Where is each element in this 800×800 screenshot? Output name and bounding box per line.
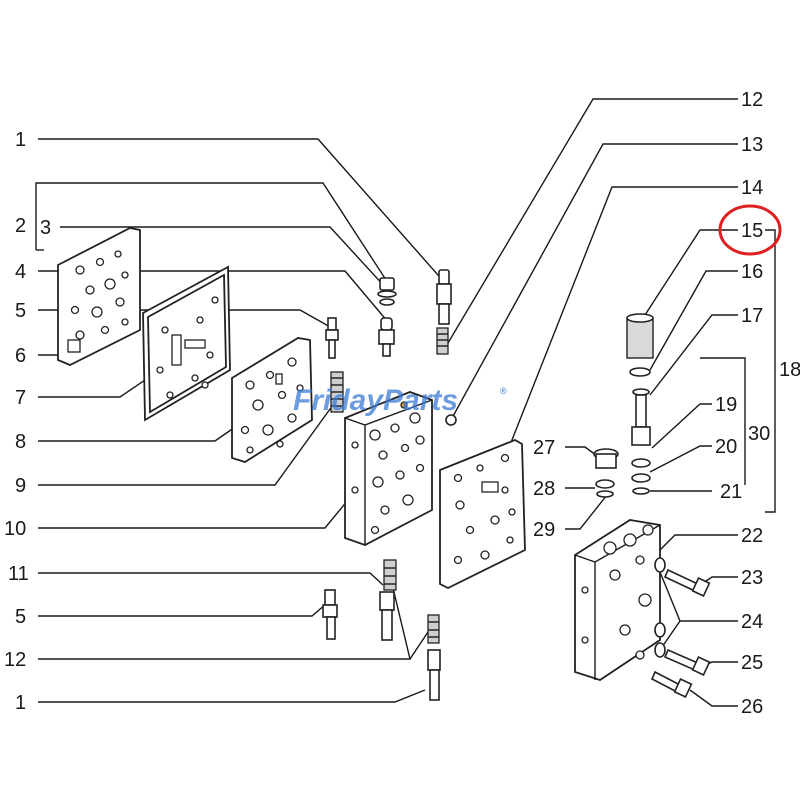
label-22: 22	[741, 525, 763, 547]
spool-1-upper	[436, 269, 452, 325]
label-1-lower: 1	[15, 692, 26, 714]
spring-12-lower-b	[427, 614, 440, 644]
label-13: 13	[741, 134, 763, 156]
plate-14	[439, 439, 526, 590]
label-1: 1	[15, 129, 26, 151]
label-19: 19	[715, 394, 737, 416]
label-5: 5	[15, 300, 26, 322]
o-ring-21	[632, 487, 650, 495]
valve-5-lower	[322, 589, 338, 640]
spool-1-lower	[427, 649, 441, 701]
spring-12-upper	[436, 327, 449, 355]
label-10: 10	[4, 518, 26, 540]
valve-5-upper	[325, 317, 339, 359]
label-30: 30	[748, 423, 770, 445]
label-17: 17	[741, 305, 763, 327]
label-23: 23	[741, 567, 763, 589]
bolt-25	[663, 648, 711, 676]
label-6: 6	[15, 345, 26, 367]
label-20: 20	[715, 436, 737, 458]
label-18: 18	[779, 359, 800, 381]
label-29: 29	[533, 519, 555, 541]
label-11: 11	[8, 563, 29, 585]
label-2: 2	[15, 215, 26, 237]
o-ring-29	[596, 490, 614, 498]
plug-3	[377, 277, 397, 306]
label-12: 12	[741, 89, 763, 111]
watermark-text: FridayParts	[293, 384, 458, 417]
valve-body-10	[344, 391, 433, 546]
registered-mark: ®	[500, 386, 507, 396]
gasket-7	[142, 265, 231, 422]
bolt-23	[663, 568, 711, 597]
label-3: 3	[40, 217, 51, 239]
ball-13	[445, 414, 457, 426]
valve-4	[378, 317, 395, 357]
callout-labels: 1 2 3 4 5 6 7 8 9 10 11 5 12 1 12 13 14 …	[4, 89, 800, 718]
valve-17	[631, 388, 651, 446]
washers-24	[654, 557, 666, 658]
plate-8	[231, 337, 313, 463]
label-21: 21	[720, 481, 742, 503]
plate-6	[57, 227, 141, 366]
label-5-lower: 5	[15, 606, 26, 628]
spring-12-lower-a	[383, 559, 397, 591]
housing-22	[574, 519, 661, 681]
label-8: 8	[15, 431, 26, 453]
label-25: 25	[741, 652, 763, 674]
bolt-26	[650, 670, 693, 698]
spring-9	[330, 371, 344, 413]
label-9: 9	[15, 475, 26, 497]
label-14: 14	[741, 177, 763, 199]
o-ring-20	[631, 458, 651, 483]
highlight-circle	[718, 204, 782, 256]
label-26: 26	[741, 696, 763, 718]
label-27: 27	[533, 437, 555, 459]
label-7: 7	[15, 387, 26, 409]
label-28: 28	[533, 478, 555, 500]
o-ring-16	[629, 367, 651, 377]
spool-11	[379, 591, 395, 641]
label-4: 4	[15, 261, 26, 283]
o-ring-28	[595, 479, 615, 489]
label-15: 15	[741, 220, 763, 242]
sleeve-15	[626, 313, 654, 359]
plug-27	[593, 448, 619, 469]
label-24: 24	[741, 611, 763, 633]
label-16: 16	[741, 261, 763, 283]
label-12-lower: 12	[4, 649, 26, 671]
